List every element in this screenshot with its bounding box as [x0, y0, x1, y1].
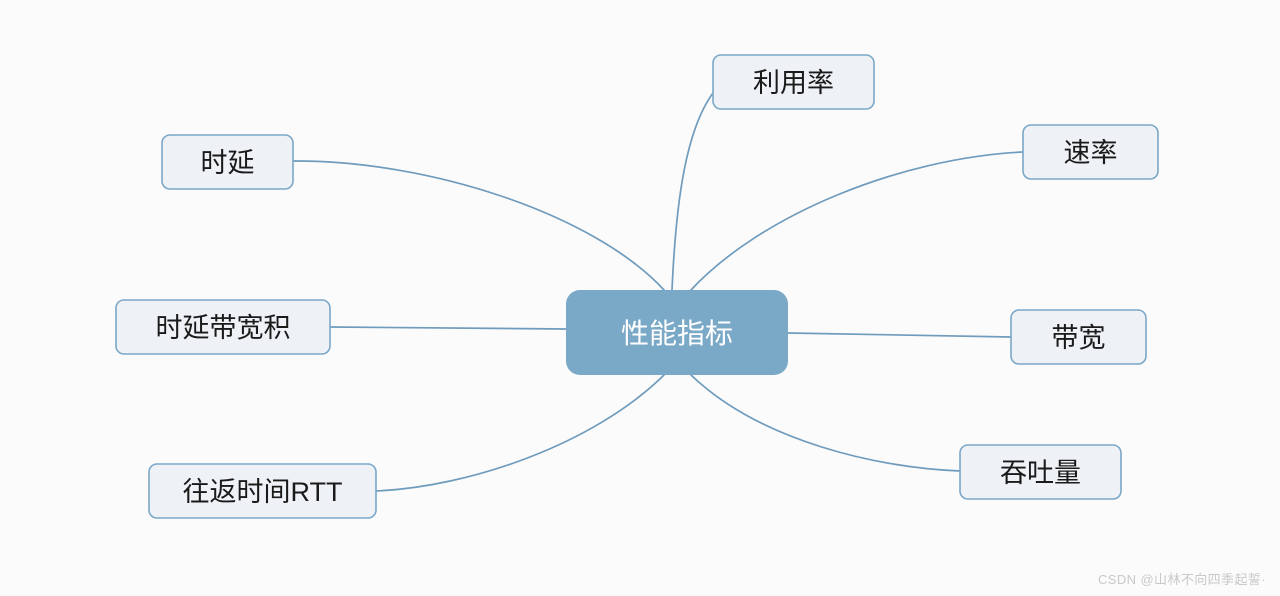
- node-box[interactable]: [161, 134, 294, 190]
- edge-connector: [329, 326, 567, 330]
- node-box[interactable]: [959, 444, 1122, 500]
- node-box[interactable]: [148, 463, 377, 519]
- root-node-group[interactable]: 性能指标: [566, 290, 788, 375]
- node-label: 速率: [1064, 138, 1118, 168]
- watermark-text: CSDN @山林不向四季起誓·: [1098, 572, 1266, 587]
- node-box[interactable]: [712, 54, 875, 110]
- node-label: 带宽: [1052, 323, 1106, 353]
- edge-connector: [292, 160, 665, 291]
- node-label: 时延带宽积: [156, 313, 291, 343]
- node-box[interactable]: [1010, 309, 1147, 365]
- edge-connector: [787, 332, 1012, 338]
- node-label: 吞吐量: [1000, 458, 1081, 488]
- edge-connector: [689, 151, 1024, 292]
- edge-connector: [689, 373, 961, 472]
- mindmap-node-rate[interactable]: 速率: [1022, 124, 1159, 180]
- node-label: 利用率: [753, 68, 834, 98]
- root-node-label: 性能指标: [621, 318, 733, 349]
- mindmap-node-bandwidth[interactable]: 带宽: [1010, 309, 1147, 365]
- mindmap-node-throughput[interactable]: 吞吐量: [959, 444, 1122, 500]
- root-node-box[interactable]: [566, 290, 788, 375]
- node-box[interactable]: [115, 299, 331, 355]
- node-label: 时延: [201, 148, 255, 178]
- mindmap-node-utilization[interactable]: 利用率: [712, 54, 875, 110]
- node-label: 往返时间RTT: [183, 477, 343, 507]
- mindmap-node-bdp[interactable]: 时延带宽积: [115, 299, 331, 355]
- mindmap-node-rtt[interactable]: 往返时间RTT: [148, 463, 377, 519]
- edge-connector: [375, 374, 665, 492]
- node-box[interactable]: [1022, 124, 1159, 180]
- edges-layer: [292, 92, 1024, 492]
- edge-connector: [671, 92, 714, 291]
- mindmap-node-delay[interactable]: 时延: [161, 134, 294, 190]
